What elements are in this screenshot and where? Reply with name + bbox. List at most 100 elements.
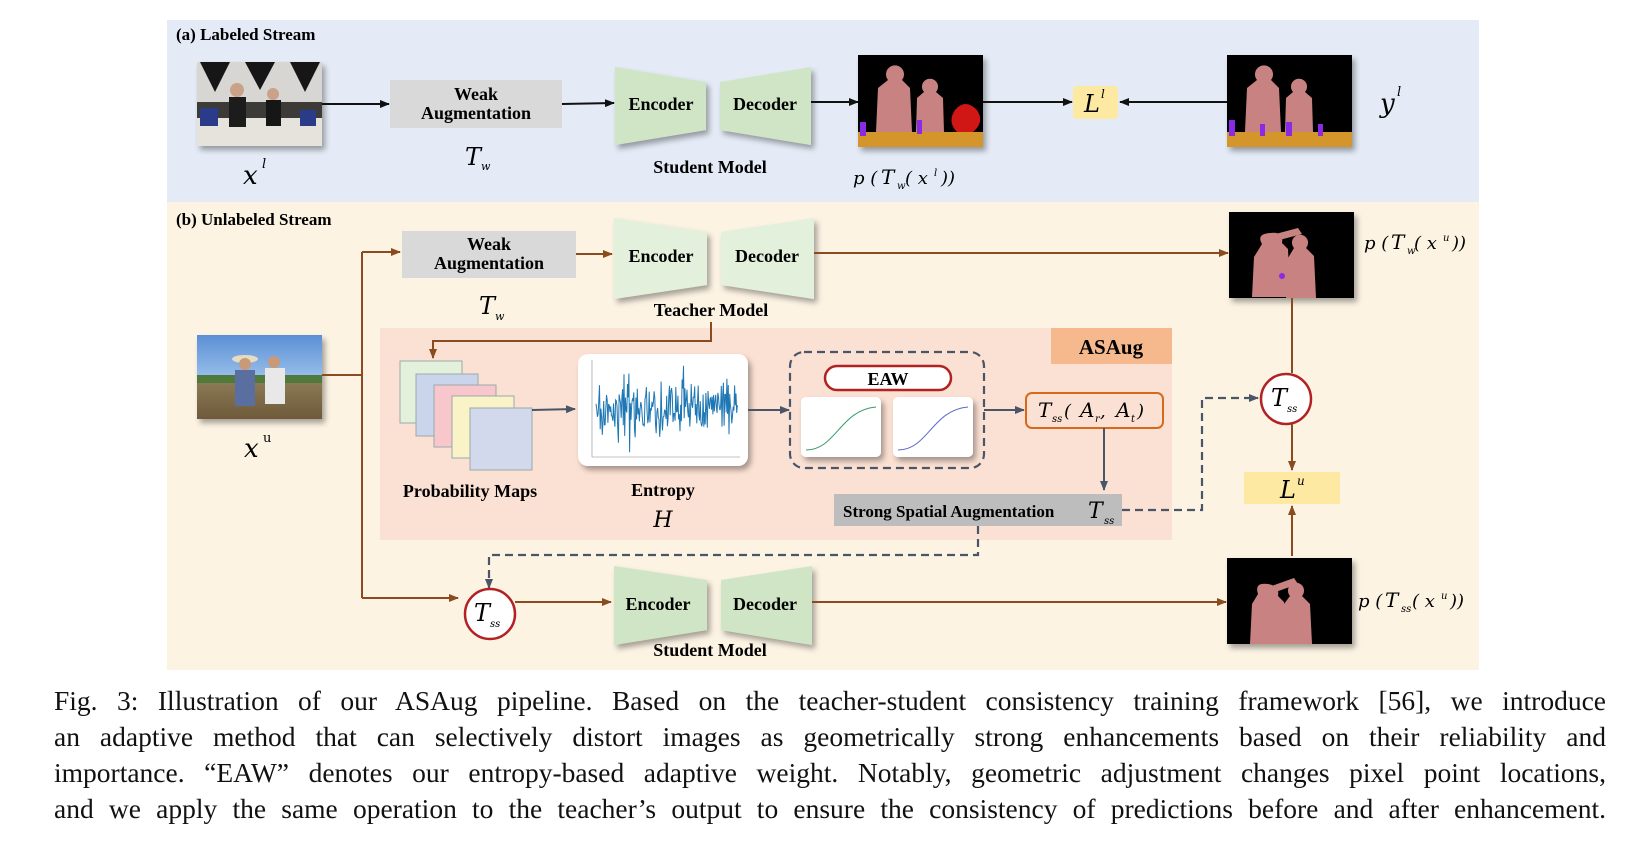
svg-text:ss: ss bbox=[1052, 414, 1062, 425]
labeled-ground-truth-mask bbox=[1227, 55, 1352, 147]
probability-maps-label: Probability Maps bbox=[403, 481, 537, 501]
svg-text:T: T bbox=[1271, 384, 1289, 412]
caption-line-4: and we apply the same operation to the t… bbox=[54, 793, 1606, 824]
unlabeled-weak-aug-line2: Augmentation bbox=[434, 253, 544, 273]
strong-spatial-augmentation-symbol: T ss bbox=[1088, 499, 1114, 527]
svg-text:x: x bbox=[244, 434, 259, 464]
entropy-plot bbox=[578, 354, 748, 466]
entropy-symbol: H bbox=[652, 508, 673, 533]
svg-text:r: r bbox=[1095, 414, 1101, 425]
svg-text:T: T bbox=[479, 292, 497, 320]
teacher-decoder-label: Decoder bbox=[735, 246, 799, 266]
student-prediction-label: p ( T ss ( x u )) bbox=[1358, 588, 1464, 615]
svg-text:p (: p ( bbox=[853, 168, 878, 189]
unlabeled-weak-aug-symbol: T w bbox=[479, 292, 505, 323]
svg-text:l: l bbox=[1397, 85, 1401, 100]
svg-text:u: u bbox=[1441, 591, 1447, 602]
svg-text:u: u bbox=[1297, 474, 1305, 488]
eaw-label: EAW bbox=[867, 369, 908, 389]
svg-text:p (: p ( bbox=[1364, 233, 1389, 254]
eaw-curve-1 bbox=[801, 397, 881, 457]
unlabeled-trunk-line bbox=[322, 252, 363, 598]
svg-text:w: w bbox=[897, 181, 906, 192]
svg-text:y: y bbox=[1379, 89, 1395, 119]
svg-text:L: L bbox=[1279, 476, 1296, 504]
svg-text:A: A bbox=[1114, 398, 1130, 422]
svg-text:T: T bbox=[474, 599, 492, 627]
asaug-pipeline-diagram: (a) Labeled Stream x l Weak Augmentation… bbox=[167, 20, 1479, 670]
tss-function-label: T ss ( A r , A t ) bbox=[1038, 398, 1144, 425]
svg-text:T: T bbox=[1385, 588, 1400, 612]
teacher-encoder-shape bbox=[614, 218, 707, 299]
eaw-curve-2 bbox=[893, 397, 973, 457]
labeled-loss-box bbox=[1073, 86, 1118, 119]
labeled-prediction-mask bbox=[858, 55, 983, 147]
teacher-model-label: Teacher Model bbox=[654, 300, 769, 320]
strong-aug-to-tss-top-dashed bbox=[1122, 394, 1259, 512]
svg-text:ss: ss bbox=[1104, 516, 1114, 527]
svg-text:l: l bbox=[262, 157, 266, 172]
svg-text:( x: ( x bbox=[1414, 233, 1437, 254]
labeled-input-label: x l bbox=[243, 157, 266, 191]
caption-line-3: importance. “EAW” denotes our entropy-ba… bbox=[54, 757, 1606, 788]
labeled-ground-truth-label: y l bbox=[1379, 85, 1401, 119]
student-decoder-shape bbox=[721, 566, 812, 645]
svg-text:L: L bbox=[1083, 90, 1100, 118]
probmaps-to-entropy-arrow bbox=[531, 405, 576, 414]
labeled-encoder-shape bbox=[615, 67, 706, 145]
labeled-stream-title: (a) Labeled Stream bbox=[176, 25, 315, 44]
svg-text:ss: ss bbox=[490, 619, 500, 630]
svg-text:w: w bbox=[495, 310, 505, 323]
svg-text:): ) bbox=[1136, 401, 1144, 422]
teacher-encoder-label: Encoder bbox=[629, 246, 694, 266]
labeled-decoder-label: Decoder bbox=[733, 94, 797, 114]
unlabeled-weak-augmentation-box bbox=[402, 231, 576, 278]
svg-text:)): )) bbox=[1449, 591, 1464, 612]
unlabeled-input-label: x u bbox=[244, 431, 271, 464]
strong-spatial-augmentation-box bbox=[834, 494, 1122, 526]
svg-text:T: T bbox=[881, 165, 896, 189]
svg-text:x: x bbox=[243, 161, 258, 191]
svg-text:u: u bbox=[263, 431, 271, 446]
svg-text:l: l bbox=[1101, 87, 1105, 101]
svg-text:w: w bbox=[481, 160, 491, 173]
caption-line-1: Fig. 3: Illustration of our ASAug pipeli… bbox=[54, 685, 1606, 716]
svg-text:p (: p ( bbox=[1358, 591, 1383, 612]
svg-text:(: ( bbox=[1064, 401, 1072, 422]
strong-aug-to-tss-bottom-dashed bbox=[485, 526, 980, 589]
labeled-weak-aug-symbol: T w bbox=[465, 143, 491, 173]
eaw-dashed-container bbox=[788, 350, 986, 470]
asaug-title-box bbox=[1051, 328, 1172, 364]
labeled-weak-aug-line1: Weak bbox=[454, 84, 498, 104]
strong-spatial-augmentation-label: Strong Spatial Augmentation bbox=[843, 502, 1055, 521]
teacher-decoder-shape bbox=[721, 218, 814, 299]
unlabeled-weak-aug-line1: Weak bbox=[467, 234, 511, 254]
svg-text:t: t bbox=[1131, 414, 1136, 425]
svg-text:w: w bbox=[1407, 246, 1416, 257]
tss-circle-teacher-label: T ss bbox=[1271, 384, 1297, 415]
tss-circle-teacher bbox=[1259, 372, 1313, 426]
svg-text:,: , bbox=[1100, 401, 1106, 422]
teacher-prediction-label: p ( T w ( x u )) bbox=[1364, 230, 1466, 257]
svg-text:ss: ss bbox=[1401, 604, 1411, 615]
entropy-label: Entropy bbox=[631, 480, 695, 500]
svg-text:T: T bbox=[1038, 398, 1053, 422]
labeled-weak-aug-line2: Augmentation bbox=[421, 103, 531, 123]
tss-circle-student-label: T ss bbox=[474, 599, 500, 630]
figure-caption: Fig. 3: Illustration of our ASAug pipeli… bbox=[54, 683, 1606, 827]
student-encoder-label: Encoder bbox=[626, 594, 691, 614]
teacher-prediction-mask bbox=[1229, 212, 1354, 298]
labeled-arrow-weak-to-encoder bbox=[561, 99, 615, 108]
svg-text:l: l bbox=[934, 168, 937, 179]
labeled-model-label: Student Model bbox=[653, 157, 767, 177]
unlabeled-loss-symbol: L u bbox=[1279, 474, 1305, 504]
labeled-loss-symbol: L l bbox=[1083, 87, 1105, 118]
caption-line-2: an adaptive method that can selectively … bbox=[54, 721, 1606, 752]
unlabeled-stream-title: (b) Unlabeled Stream bbox=[176, 210, 332, 229]
eaw-label-pill bbox=[823, 364, 953, 392]
asaug-title: ASAug bbox=[1079, 335, 1144, 359]
tss-circle-student bbox=[463, 587, 517, 641]
student-prediction-mask bbox=[1227, 558, 1352, 644]
labeled-encoder-label: Encoder bbox=[629, 94, 694, 114]
svg-text:( x: ( x bbox=[1412, 591, 1435, 612]
